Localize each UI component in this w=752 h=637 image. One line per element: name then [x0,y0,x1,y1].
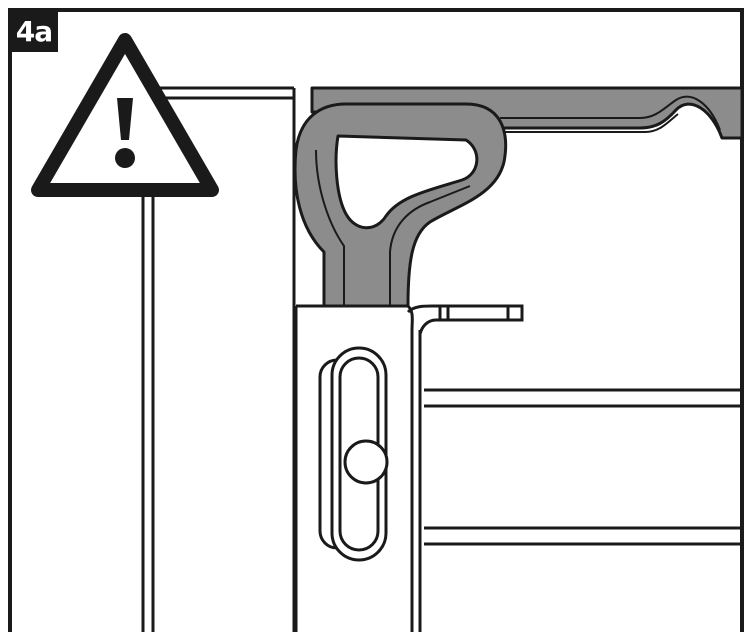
step-label: 4a [10,12,58,52]
latch-bracket [406,304,524,335]
bracket-post [294,304,422,632]
slot-knob [318,346,389,562]
top-rail [310,86,744,140]
warning-triangle-icon [31,33,219,197]
bracket-hook [293,102,508,308]
outer-frame [8,8,744,637]
left-post [141,190,155,632]
shelf-rails [424,388,742,546]
